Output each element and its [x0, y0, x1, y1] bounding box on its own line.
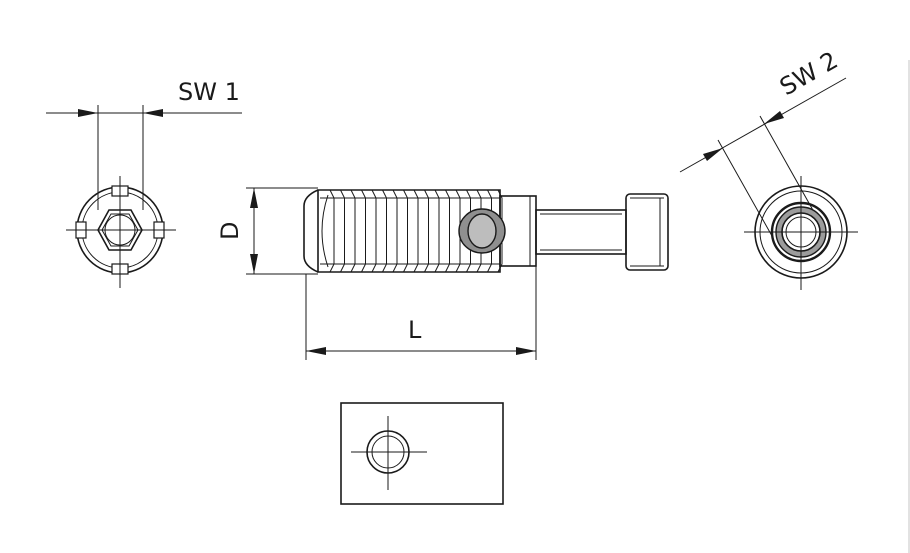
- d-label: D: [216, 222, 244, 240]
- side-view: D L: [216, 187, 669, 360]
- thread-ridge: [424, 189, 429, 273]
- thread-pattern: [329, 189, 503, 273]
- thread-ridge: [329, 189, 335, 273]
- thread-ridge: [340, 189, 345, 273]
- l-label: L: [408, 316, 422, 344]
- thread-ridge: [413, 189, 419, 273]
- thread-ridge: [382, 189, 387, 273]
- thread-ridge: [350, 189, 356, 273]
- thread-ridge: [434, 189, 440, 273]
- bottom-view: [340, 402, 504, 505]
- left-end-view: SW 1: [46, 78, 242, 288]
- thread-ridge: [392, 189, 398, 273]
- thread-ridge: [403, 189, 408, 273]
- page-edge-divider: [908, 60, 910, 553]
- thread-ridge: [445, 189, 450, 273]
- thread-ridge: [361, 189, 366, 273]
- right-end-view: SW 2: [679, 46, 858, 290]
- sw2-label: SW 2: [775, 46, 843, 101]
- sw1-label: SW 1: [178, 78, 240, 106]
- thread-ridge: [371, 189, 377, 273]
